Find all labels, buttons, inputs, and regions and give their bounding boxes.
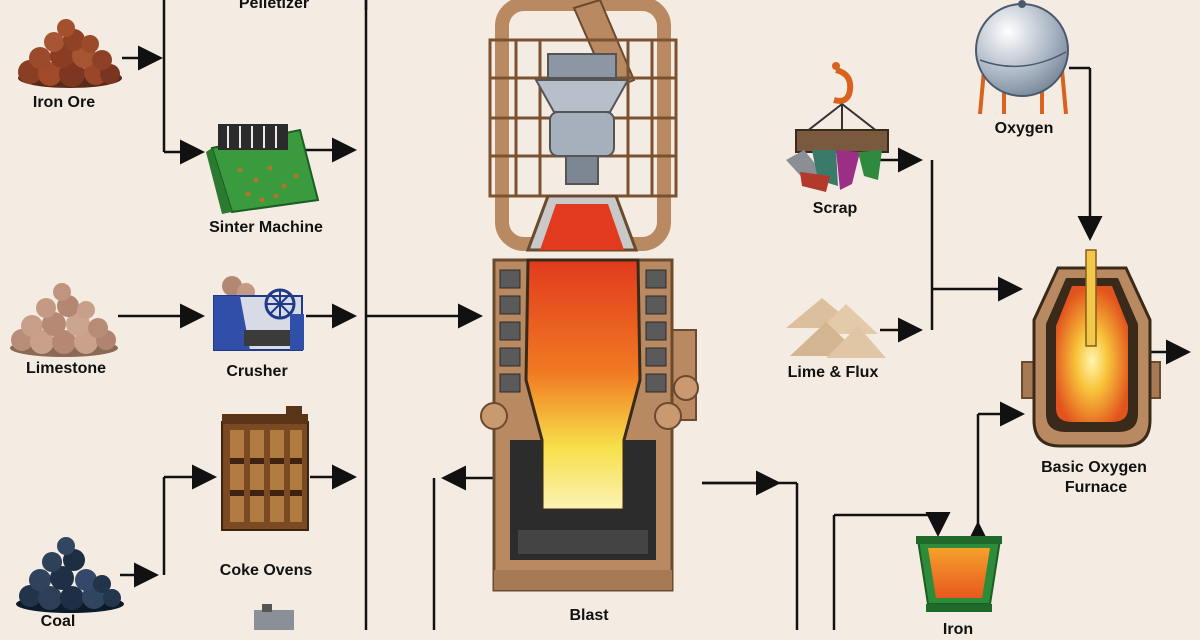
crusher-icon (213, 276, 304, 351)
coke-ovens-icon (221, 406, 309, 531)
label-sinter-machine: Sinter Machine (209, 219, 323, 236)
label-iron-ore: Iron Ore (32, 94, 96, 111)
label-pelletizer: Pelletizer (238, 0, 310, 12)
label-scrap: Scrap (812, 200, 858, 217)
label-bof-line1: Basic Oxygen (1041, 459, 1147, 476)
label-coal: Coal (40, 613, 76, 630)
scrap-crane-icon (786, 62, 889, 192)
label-iron: Iron (942, 621, 974, 638)
sinter-machine-icon (206, 124, 320, 214)
coal-pile-icon (16, 537, 124, 613)
label-lime-flux: Lime & Flux (787, 364, 879, 381)
label-limestone: Limestone (25, 360, 107, 377)
limestone-pile-icon (10, 283, 118, 357)
bottom-unit-icon (254, 604, 294, 630)
label-blast: Blast (569, 607, 609, 624)
flow-lines (118, 0, 1191, 630)
bof-icon (1021, 249, 1161, 448)
label-coke-ovens: Coke Ovens (219, 562, 313, 579)
iron-ore-pile-icon (18, 19, 122, 88)
iron-ladle-icon (916, 536, 1002, 612)
label-crusher: Crusher (226, 363, 288, 380)
oxygen-tank-icon (975, 0, 1069, 115)
lime-flux-pile-icon (786, 298, 886, 358)
label-bof-line2: Furnace (1064, 479, 1128, 496)
blast-furnace-icon (480, 0, 699, 592)
label-oxygen: Oxygen (994, 120, 1054, 137)
